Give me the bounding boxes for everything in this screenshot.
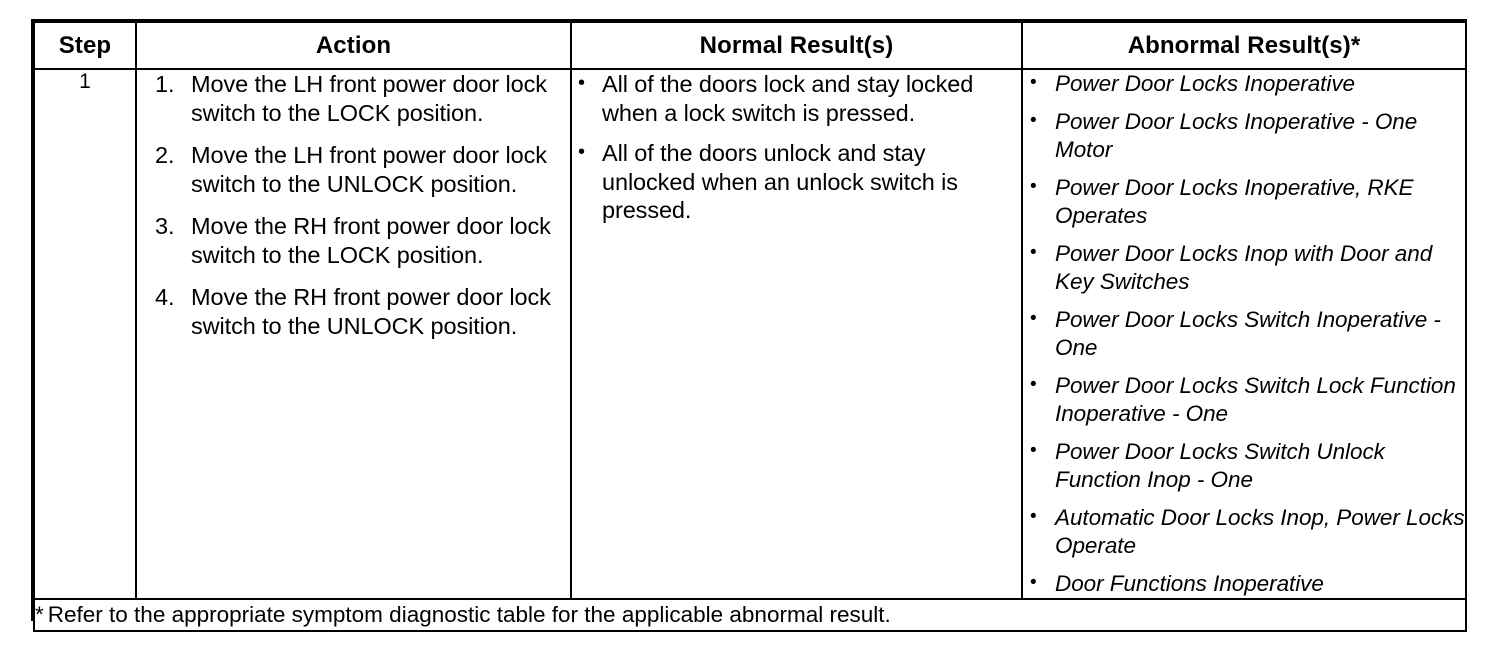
table-header-row: Step Action Normal Result(s) Abnormal Re… — [33, 21, 1467, 70]
footnote-text: Refer to the appropriate symptom diagnos… — [47, 602, 891, 627]
action-step-list: Move the LH front power door lock switch… — [137, 70, 570, 340]
abnormal-result-item: Power Door Locks Switch Unlock Function … — [1023, 437, 1465, 494]
normal-result-item: All of the doors unlock and stay unlocke… — [572, 138, 1021, 225]
footnote-marker: * — [35, 602, 44, 627]
normal-result-item: All of the doors lock and stay locked wh… — [572, 69, 1021, 127]
action-step-item: Move the LH front power door lock switch… — [155, 141, 547, 197]
action-step-item: Move the RH front power door lock switch… — [155, 283, 551, 339]
table-header: Step Action Normal Result(s) Abnormal Re… — [33, 21, 1467, 70]
abnormal-result-item: Power Door Locks Inoperative, RKE Operat… — [1023, 173, 1465, 230]
abnormal-result-list: Power Door Locks Inoperative Power Door … — [1023, 69, 1465, 598]
table-body: 1 Move the LH front power door lock swit… — [33, 68, 1467, 632]
normal-result-list: All of the doors lock and stay locked wh… — [572, 69, 1021, 225]
column-header-action: Action — [135, 21, 572, 70]
cell-footnote: *Refer to the appropriate symptom diagno… — [33, 598, 1467, 632]
column-header-step: Step — [33, 21, 137, 70]
abnormal-result-item: Power Door Locks Switch Inoperative - On… — [1023, 305, 1465, 362]
action-step-item: Move the RH front power door lock switch… — [155, 212, 551, 268]
table-footnote-row: *Refer to the appropriate symptom diagno… — [33, 598, 1467, 632]
cell-abnormal-result: Power Door Locks Inoperative Power Door … — [1021, 68, 1467, 600]
cell-normal-result: All of the doors lock and stay locked wh… — [570, 68, 1023, 600]
diagnostic-table: Step Action Normal Result(s) Abnormal Re… — [33, 21, 1467, 632]
cell-action: Move the LH front power door lock switch… — [135, 68, 572, 600]
abnormal-result-item: Power Door Locks Inoperative - One Motor — [1023, 107, 1465, 164]
column-header-abnormal-result: Abnormal Result(s)* — [1021, 21, 1467, 70]
column-header-normal-result: Normal Result(s) — [570, 21, 1023, 70]
abnormal-result-item: Power Door Locks Inoperative — [1023, 69, 1465, 98]
action-step-item: Move the LH front power door lock switch… — [155, 70, 547, 126]
cell-step-number: 1 — [33, 68, 137, 600]
abnormal-result-item: Automatic Door Locks Inop, Power Locks O… — [1023, 503, 1465, 560]
table-row: 1 Move the LH front power door lock swit… — [33, 68, 1467, 600]
abnormal-result-item: Door Functions Inoperative — [1023, 569, 1465, 598]
abnormal-result-item: Power Door Locks Switch Lock Function In… — [1023, 371, 1465, 428]
abnormal-result-item: Power Door Locks Inop with Door and Key … — [1023, 239, 1465, 296]
